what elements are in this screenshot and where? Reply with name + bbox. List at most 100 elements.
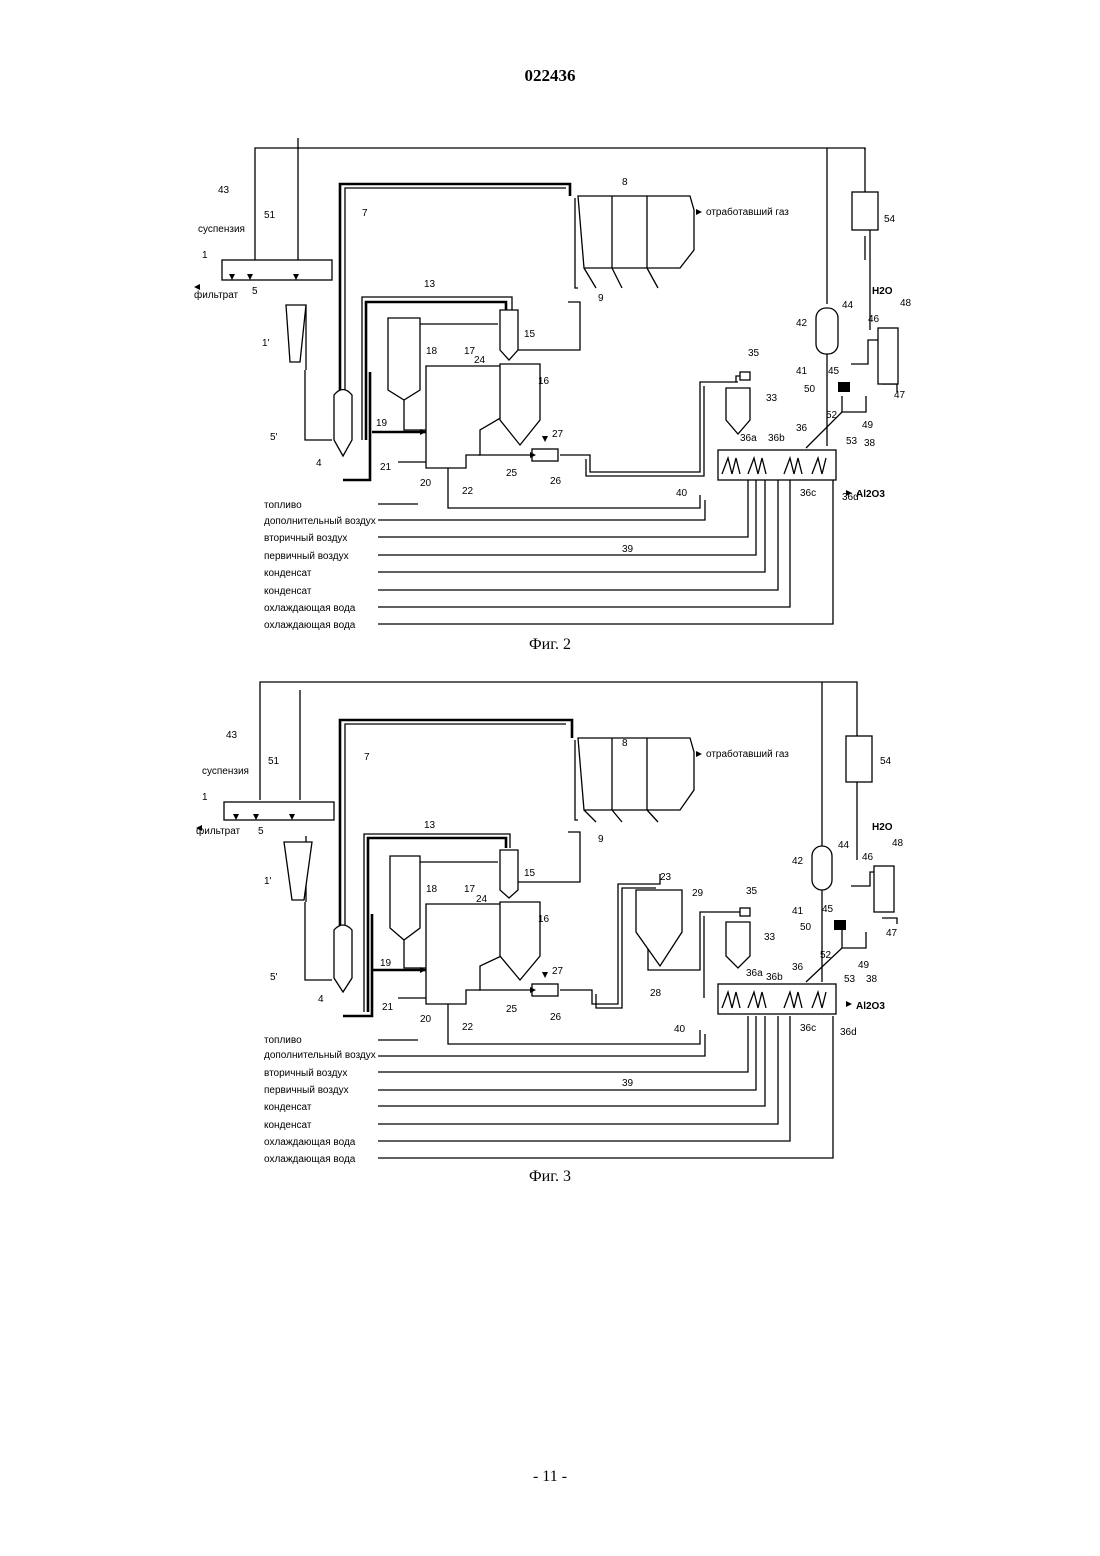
ref-number: 36d: [840, 1027, 857, 1038]
ref-number: 39: [622, 1078, 634, 1089]
ref-number: 26: [550, 476, 562, 487]
ref-number: 36a: [746, 968, 763, 979]
ref-number: 54: [884, 214, 896, 225]
stream-label: топливо: [264, 500, 302, 511]
ref-number: 21: [382, 1002, 394, 1013]
ref-number: 27: [552, 429, 564, 440]
ref-number: 43: [218, 185, 230, 196]
ref-number: 47: [894, 390, 906, 401]
ref-number: 49: [858, 960, 870, 971]
ref-number: 47: [886, 928, 898, 939]
ref-number: 33: [764, 932, 776, 943]
stream-label: конденсат: [264, 586, 312, 597]
ref-number: 38: [864, 438, 876, 449]
stream-label: топливо: [264, 1035, 302, 1046]
ref-number: 17: [464, 884, 476, 895]
process-diagram-fig2: суспензия фильтрат отработавший газ H2O …: [0, 120, 1100, 660]
ref-number: 35: [746, 886, 758, 897]
product-label: Al2O3: [856, 489, 885, 500]
process-lines: [260, 682, 897, 1158]
ref-number: 8: [622, 738, 628, 749]
stream-label: дополнительный воздух: [264, 516, 376, 527]
ref-number: 51: [268, 756, 280, 767]
ref-number: 18: [426, 884, 438, 895]
document-number: 022436: [0, 66, 1100, 86]
process-lines: [255, 138, 897, 624]
ref-number: 53: [844, 974, 856, 985]
ref-number: 13: [424, 279, 436, 290]
exhaust-gas-label: отработавший газ: [706, 206, 789, 218]
ref-number: 24: [476, 894, 488, 905]
ref-number: 23: [660, 872, 672, 883]
ref-number: 36b: [768, 433, 785, 444]
ref-number: 48: [900, 298, 912, 309]
ref-number: 52: [826, 410, 838, 421]
ref-number: 5': [270, 972, 278, 983]
ref-number: 21: [380, 462, 392, 473]
ref-number: 42: [796, 318, 808, 329]
ref-number: 52: [820, 950, 832, 961]
ref-number: 20: [420, 1014, 432, 1025]
ref-number: 36d: [842, 492, 859, 503]
ref-number: 48: [892, 838, 904, 849]
ref-number: 9: [598, 293, 604, 304]
ref-number: 41: [796, 366, 808, 377]
reference-numbers: 1 1' 4 5 5' 7 8 9 13 15 16 17 18 19 20 2…: [202, 177, 912, 555]
ref-number: 16: [538, 914, 550, 925]
ref-number: 5: [252, 286, 258, 297]
water-label: H2O: [872, 286, 893, 297]
stream-label: первичный воздух: [264, 551, 349, 562]
ref-number: 50: [804, 384, 816, 395]
ref-number: 7: [364, 752, 370, 763]
ref-number: 5': [270, 432, 278, 443]
stream-label: охлаждающая вода: [264, 1154, 356, 1165]
ref-number: 1': [262, 338, 270, 349]
ref-number: 22: [462, 486, 474, 497]
ref-number: 20: [420, 478, 432, 489]
filtrate-label: фильтрат: [196, 825, 241, 837]
ref-number: 46: [862, 852, 874, 863]
exhaust-gas-label: отработавший газ: [706, 748, 789, 760]
ref-number: 24: [474, 355, 486, 366]
stream-label: конденсат: [264, 568, 312, 579]
ref-number: 9: [598, 834, 604, 845]
ref-number: 40: [674, 1024, 686, 1035]
ref-number: 4: [318, 994, 324, 1005]
ref-number: 46: [868, 314, 880, 325]
ref-number: 15: [524, 329, 536, 340]
ref-number: 51: [264, 210, 276, 221]
ref-number: 27: [552, 966, 564, 977]
ref-number: 1: [202, 792, 208, 803]
product-label: Al2O3: [856, 1001, 885, 1012]
ref-number: 35: [748, 348, 760, 359]
ref-number: 16: [538, 376, 550, 387]
ref-number: 18: [426, 346, 438, 357]
figure-caption: Фиг. 2: [0, 636, 1100, 654]
ref-number: 44: [842, 300, 854, 311]
ref-number: 33: [766, 393, 778, 404]
ref-number: 49: [862, 420, 874, 431]
ref-number: 42: [792, 856, 804, 867]
ref-number: 45: [822, 904, 834, 915]
ref-number: 44: [838, 840, 850, 851]
page-number: - 11 -: [0, 1468, 1100, 1486]
ref-number: 25: [506, 468, 518, 479]
ref-number: 29: [692, 888, 704, 899]
figure-caption: Фиг. 3: [0, 1168, 1100, 1186]
ref-number: 36: [796, 423, 808, 434]
stream-label: охлаждающая вода: [264, 1137, 356, 1148]
ref-number: 36b: [766, 972, 783, 983]
stream-label: дополнительный воздух: [264, 1050, 376, 1061]
ref-number: 19: [376, 418, 388, 429]
ref-number: 40: [676, 488, 688, 499]
ref-number: 22: [462, 1022, 474, 1033]
ref-number: 25: [506, 1004, 518, 1015]
ref-number: 41: [792, 906, 804, 917]
process-diagram-fig3: суспензия фильтрат отработавший газ H2O …: [0, 672, 1100, 1192]
stream-label: охлаждающая вода: [264, 620, 356, 631]
ref-number: 36: [792, 962, 804, 973]
stream-label: вторичный воздух: [264, 1068, 347, 1079]
stream-label: охлаждающая вода: [264, 603, 356, 614]
ref-number: 38: [866, 974, 878, 985]
ref-number: 13: [424, 820, 436, 831]
